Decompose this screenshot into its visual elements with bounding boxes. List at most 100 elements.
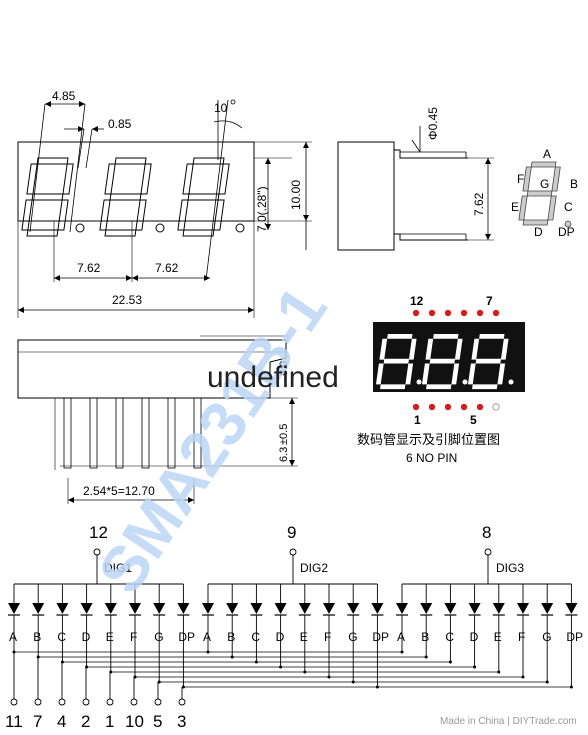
led-diode [80,603,93,614]
pin-5-label: 5 [470,413,477,427]
lit-digit-1 [375,334,417,390]
segment-label: A [9,630,17,644]
segment-lit [421,363,430,385]
led-diode [371,603,384,614]
led-diode [8,603,20,614]
seg-label-f: F [517,172,524,186]
segment-outline [182,163,194,195]
segment-label: E [106,630,114,644]
led-diode [129,603,141,614]
seg-label-e: E [511,200,519,214]
segment-label: E [494,630,502,644]
dim-762-left: 7.62 [77,261,101,275]
no-pin-dot [492,403,500,411]
led-diode [153,603,166,614]
led-diode [444,603,457,614]
bottom-pin-label: 1 [105,712,114,731]
led-diode [298,603,311,614]
pin-leg [89,397,98,469]
segment-label: F [324,630,331,644]
segment-outline [135,199,147,231]
segment-lit [433,334,459,339]
footer-watermark: Made in China | DIYTrade.com [440,716,577,727]
pin-view: 6.3 ±0.5 8.0 2.54*5=12.70 [17,335,298,504]
pin-leg [63,397,72,469]
pin-dot [444,309,452,317]
led-diode [323,603,335,614]
segment-lit [451,363,460,385]
segment-label: G [542,630,551,644]
segment-lit [425,338,434,360]
pin-dot [428,309,436,317]
digit-label-3: DIG3 [496,561,524,575]
segment-lit [454,338,463,360]
pin-leg [141,397,150,469]
segment-label: G [154,630,163,644]
segment-outline [192,157,225,165]
watermark: SMA231B-1 [84,274,341,606]
pin-dot [476,309,484,317]
segment-lit [405,363,414,385]
bottom-pin-terminal [58,698,66,706]
seg-label-b: B [570,177,578,191]
dim-2253: 22.53 [112,293,142,307]
segment-lit [429,358,456,364]
digit-outline-2 [99,157,152,237]
bottom-pin-label: 7 [33,712,42,731]
led-diode [274,603,287,614]
undefined-text: undefined [207,361,339,394]
segment-outline [104,163,116,195]
dim-05: ±0.5 [278,424,290,445]
led-diode [32,603,45,614]
led-diode [468,603,481,614]
seg-label-d: D [534,225,543,239]
segment-lit [500,338,509,360]
led-diode [202,603,214,614]
segment-lit [379,338,388,360]
segment-label: C [445,630,454,644]
dim-762-right: 7.62 [155,261,179,275]
segment-outline [26,229,59,237]
segment-label: A [203,630,211,644]
segment-label: G [348,630,357,644]
dim-762-side: 7.62 [472,192,486,216]
segment-label: B [421,630,429,644]
segment-label: DP [178,630,195,644]
bottom-pin-label: 11 [5,712,23,731]
segment-lit [479,334,505,339]
segment-lit [467,363,476,385]
segment-lit [383,358,410,364]
segment-lit [497,363,506,385]
segment-label: D [276,630,285,644]
seg-label-c: C [564,200,573,214]
pin-12-label: 12 [410,294,424,308]
segment-label: DP [372,630,389,644]
segment-label: F [130,630,137,644]
dim-63: 6.3 [278,447,290,462]
segment-lit [387,334,413,339]
bottom-pin-terminal [82,698,90,706]
led-diode [104,603,117,614]
pin-7-label: 7 [486,294,493,308]
dim-80: 8.0 [278,361,290,376]
no-pin-note: 6 NO PIN [406,451,457,465]
led-diode [347,603,360,614]
segment-outline [218,163,230,195]
segment-outline [187,193,220,201]
segment-label: A [397,630,405,644]
seg-label-a: A [543,147,551,161]
led-diode [177,603,190,614]
dim-70: 7.0(.28") [255,186,269,232]
bottom-pin-label: 4 [57,712,66,731]
bottom-pin-label: 5 [153,712,162,731]
side-view: 7.62 Φ0.45 [337,107,494,251]
pin-dot [460,309,468,317]
segment-label: E [300,630,308,644]
segment-label: B [227,630,235,644]
pin-dot [460,403,468,411]
segment-outline [31,193,64,201]
segment-label: F [518,630,525,644]
common-pin-terminal [484,548,492,556]
dim-10deg: 10 [214,101,228,115]
bottom-pin-label: 2 [81,712,90,731]
